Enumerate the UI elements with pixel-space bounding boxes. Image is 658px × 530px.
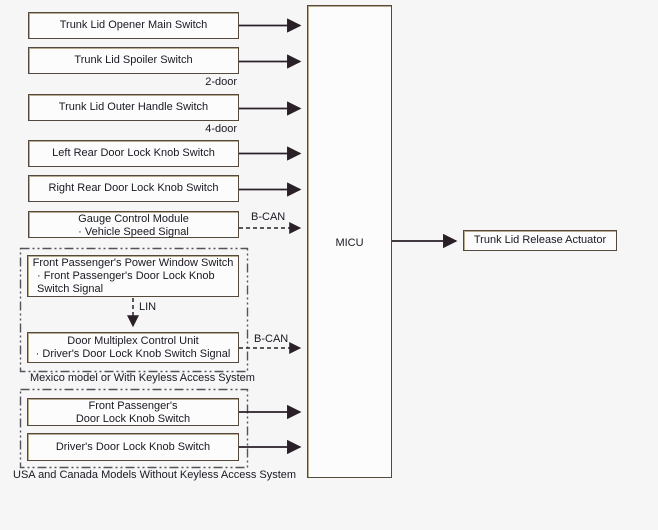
node-signal-line2: Switch Signal xyxy=(37,283,104,295)
node-front-passenger-door-lock-knob-switch: Front Passenger's Door Lock Knob Switch xyxy=(27,398,239,426)
node-label: Trunk Lid Opener Main Switch xyxy=(59,19,208,31)
node-title: Door Multiplex Control Unit xyxy=(67,335,199,347)
keyless-group-caption: Mexico model or With Keyless Access Syst… xyxy=(30,372,255,384)
node-front-passenger-power-window-switch: Front Passenger's Power Window Switch · … xyxy=(27,255,239,297)
node-gauge-control-module: Gauge Control Module · Vehicle Speed Sig… xyxy=(28,211,239,238)
variant-note-4-door: 4-door xyxy=(205,123,237,135)
non-keyless-group-caption: USA and Canada Models Without Keyless Ac… xyxy=(13,469,297,481)
node-label: Trunk Lid Spoiler Switch xyxy=(74,54,193,66)
variant-note-2-door: 2-door xyxy=(205,76,237,88)
node-right-rear-door-lock-knob-switch: Right Rear Door Lock Knob Switch xyxy=(28,175,239,202)
node-label: Right Rear Door Lock Knob Switch xyxy=(48,182,219,194)
node-label: Trunk Lid Outer Handle Switch xyxy=(58,101,209,113)
node-trunk-lid-outer-handle-switch: Trunk Lid Outer Handle Switch xyxy=(28,94,239,121)
bus-label-b-can: B-CAN xyxy=(254,333,289,345)
node-label: MICU xyxy=(335,237,364,249)
node-label: Driver's Door Lock Knob Switch xyxy=(55,440,211,453)
node-signal: · Driver's Door Lock Knob Switch Signal xyxy=(35,348,231,360)
node-title-line1: Front Passenger's xyxy=(88,400,178,412)
node-trunk-lid-spoiler-switch: Trunk Lid Spoiler Switch xyxy=(28,47,239,74)
node-label: Left Rear Door Lock Knob Switch xyxy=(52,147,215,159)
node-micu: MICU xyxy=(307,5,392,478)
node-left-rear-door-lock-knob-switch: Left Rear Door Lock Knob Switch xyxy=(28,140,239,167)
node-label: Trunk Lid Release Actuator xyxy=(473,234,607,246)
non-keyless-group-outline xyxy=(19,388,249,469)
node-trunk-lid-release-actuator: Trunk Lid Release Actuator xyxy=(463,230,617,251)
node-title: Front Passenger's Power Window Switch xyxy=(32,257,234,269)
keyless-group-outline xyxy=(19,247,249,373)
node-driver-door-lock-knob-switch: Driver's Door Lock Knob Switch xyxy=(27,433,239,461)
bus-label-b-can: B-CAN xyxy=(251,211,286,223)
node-signal-line1: · Front Passenger's Door Lock Knob xyxy=(37,270,215,282)
node-signal: · Vehicle Speed Signal xyxy=(78,226,189,238)
node-title: Gauge Control Module xyxy=(78,213,189,225)
bus-label-lin: LIN xyxy=(139,301,157,313)
node-title-line2: Door Lock Knob Switch xyxy=(75,413,191,425)
node-door-multiplex-control-unit: Door Multiplex Control Unit · Driver's D… xyxy=(27,332,239,363)
node-trunk-lid-opener-main-switch: Trunk Lid Opener Main Switch xyxy=(28,12,239,39)
